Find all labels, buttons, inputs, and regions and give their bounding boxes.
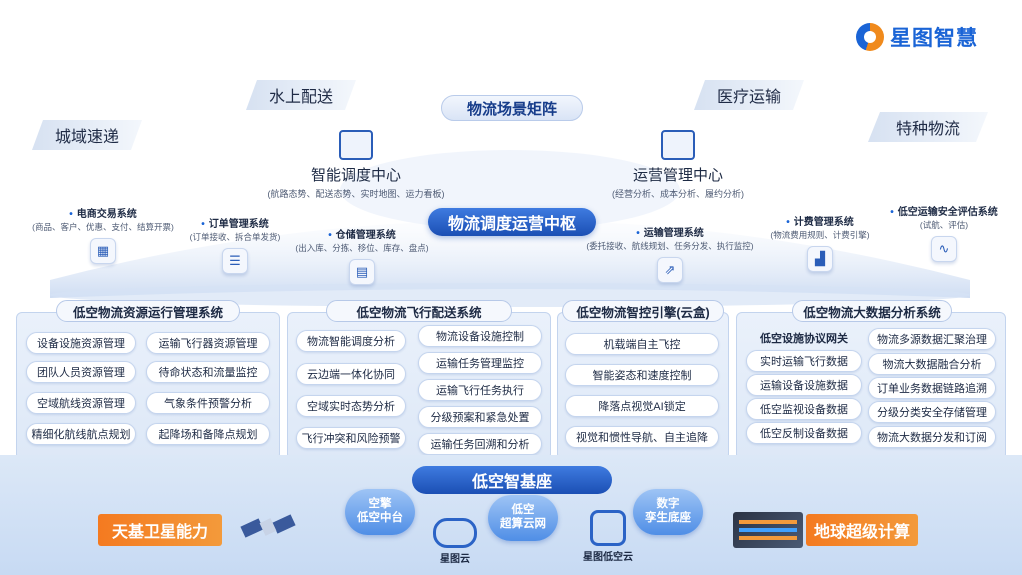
system-sub: (物流费用规则、计费引擎) <box>770 230 870 240</box>
document-icon <box>661 130 695 160</box>
system-name: 运输管理系统 <box>580 224 760 239</box>
space-satellite-label: 天基卫星能力 <box>98 514 222 546</box>
panel-item: 运输飞行器资源管理 <box>146 332 270 354</box>
system-ecommerce: 电商交易系统 (商品、客户、优惠、支付、结算开票) ▦ <box>28 205 178 264</box>
satellite-icon <box>240 514 296 538</box>
panel-title: 低空物流大数据分析系统 <box>792 300 952 322</box>
panel-item: 运输任务管理监控 <box>418 352 542 374</box>
supercomputer-icon <box>733 512 803 548</box>
panel-item: 团队人员资源管理 <box>26 361 136 383</box>
system-name: 电商交易系统 <box>28 205 178 220</box>
panel-title: 低空物流智控引擎(云盒) <box>562 300 724 322</box>
panel-item: 起降场和备降点规划 <box>146 423 270 445</box>
system-name: 计费管理系统 <box>760 213 880 228</box>
center-name: 智能调度中心 <box>310 167 401 184</box>
list-icon: ☰ <box>222 248 248 274</box>
panel-item: 云边端一体化协同 <box>296 363 406 385</box>
panel-item: 设备设施资源管理 <box>26 332 136 354</box>
panel-item: 降落点视觉AI锁定 <box>565 395 719 417</box>
scenario-banner: 城域速递 <box>32 120 142 150</box>
dispatch-hub: 物流调度运营中枢 <box>428 208 596 236</box>
system-sub: (出入库、分拣、移位、库存、盘点) <box>295 243 429 253</box>
panel-item: 视觉和惯性导航、自主追降 <box>565 426 719 448</box>
scenario-banner: 医疗运输 <box>694 80 804 110</box>
panel-item: 低空监视设备数据 <box>746 398 862 420</box>
brand-label: 星图云 <box>440 554 470 565</box>
operations-center: 运营管理中心 (经营分析、成本分析、履约分析) <box>578 130 778 200</box>
infinity-icon <box>433 518 477 548</box>
system-name: 仓储管理系统 <box>292 226 432 241</box>
system-sub: (订单接收、拆合单发货) <box>189 232 281 242</box>
panel-item: 低空反制设备数据 <box>746 422 862 444</box>
pulse-icon: ∿ <box>931 236 957 262</box>
system-transport: 运输管理系统 (委托接收、航线规划、任务分发、执行监控) ⇗ <box>580 224 760 283</box>
panel-item: 物流智能调度分析 <box>296 330 406 352</box>
system-safety: 低空运输安全评估系统 (试航、评估) ∿ <box>874 203 1014 262</box>
panel-item: 订单业务数据链路追溯 <box>868 377 996 399</box>
storage-icon: ▤ <box>349 259 375 285</box>
scenario-matrix-title: 物流场景矩阵 <box>441 95 583 121</box>
panel-item: 智能姿态和速度控制 <box>565 364 719 386</box>
brand-name: 星图智慧 <box>890 27 978 50</box>
cloud-logo-icon <box>590 510 626 546</box>
system-warehouse: 仓储管理系统 (出入库、分拣、移位、库存、盘点) ▤ <box>292 226 432 285</box>
panel-item: 低空设施协议网关 <box>760 333 848 345</box>
panel-item: 精细化航线航点规划 <box>26 423 136 445</box>
brand-label: 星图低空云 <box>583 552 633 563</box>
panel-item: 机载端自主飞控 <box>565 333 719 355</box>
center-sub: (经营分析、成本分析、履约分析) <box>612 189 744 199</box>
panel-title: 低空物流飞行配送系统 <box>326 300 512 322</box>
system-sub: (委托接收、航线规划、任务分发、执行监控) <box>586 241 754 251</box>
panel-item: 物流大数据分发和订阅 <box>868 426 996 448</box>
panel-item: 物流设备设施控制 <box>418 325 542 347</box>
panel-item: 运输飞行任务执行 <box>418 379 542 401</box>
scenario-banner: 水上配送 <box>246 80 356 110</box>
panel-item: 分级分类安全存储管理 <box>868 401 996 423</box>
panel-item: 飞行冲突和风险预警 <box>296 427 406 449</box>
system-sub: (商品、客户、优惠、支付、结算开票) <box>32 222 174 232</box>
brand-lowalt-cloud: 星图低空云 <box>566 510 650 563</box>
panel-item: 待命状态和流量监控 <box>146 361 270 383</box>
panel-item: 分级预案和紧急处置 <box>418 406 542 428</box>
brand-xingtu-cloud: 星图云 <box>420 518 490 565</box>
panel-item: 空域实时态势分析 <box>296 395 406 417</box>
dispatch-center: 智能调度中心 (航路态势、配送态势、实时地图、运力看板) <box>256 130 456 200</box>
system-order: 订单管理系统 (订单接收、拆合单发货) ☰ <box>180 215 290 274</box>
route-icon: ⇗ <box>657 257 683 283</box>
panel-item: 物流多源数据汇聚治理 <box>868 328 996 350</box>
system-billing: 计费管理系统 (物流费用规则、计费引擎) ▟ <box>760 213 880 272</box>
system-name: 低空运输安全评估系统 <box>874 203 1014 218</box>
panel-title: 低空物流资源运行管理系统 <box>56 300 240 322</box>
scene-arc <box>50 150 970 307</box>
brand-logo: 星图智慧 <box>856 22 978 52</box>
cloud-network: 低空 超算云网 <box>488 495 558 541</box>
center-name: 运营管理中心 <box>632 167 723 184</box>
cloud-platform: 空擎 低空中台 <box>345 489 415 535</box>
document-icon <box>339 130 373 160</box>
panel-item: 气象条件预警分析 <box>146 392 270 414</box>
system-name: 订单管理系统 <box>180 215 290 230</box>
system-sub: (试航、评估) <box>919 220 969 230</box>
base-title: 低空智基座 <box>412 466 612 494</box>
earth-computing-label: 地球超级计算 <box>806 514 918 546</box>
panel-item: 运输设备设施数据 <box>746 374 862 396</box>
cloud-twin: 数字 孪生底座 <box>633 489 703 535</box>
grid-icon: ▦ <box>90 238 116 264</box>
panel-item: 空域航线资源管理 <box>26 392 136 414</box>
scenario-banner: 特种物流 <box>868 112 988 142</box>
panel-item: 物流大数据融合分析 <box>868 353 996 375</box>
panel-item: 实时运输飞行数据 <box>746 350 862 372</box>
logo-icon <box>856 23 884 51</box>
center-sub: (航路态势、配送态势、实时地图、运力看板) <box>267 189 445 199</box>
panel-item: 运输任务回溯和分析 <box>418 433 542 455</box>
chart-icon: ▟ <box>807 246 833 272</box>
